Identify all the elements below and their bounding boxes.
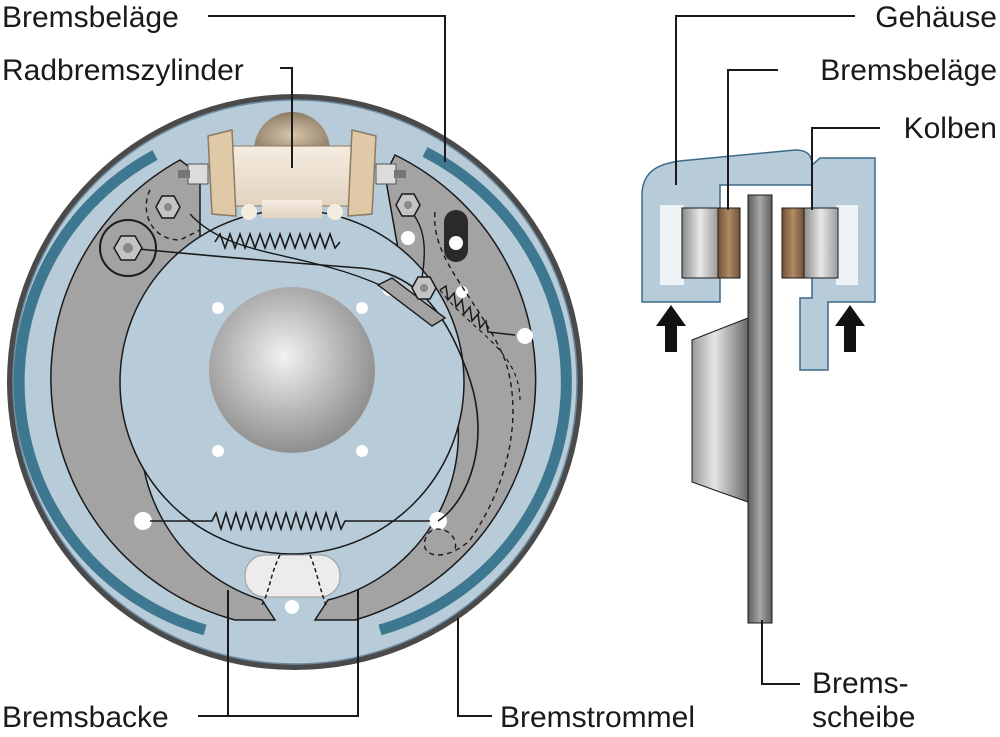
brake-lining-left xyxy=(13,150,207,636)
caliper-housing xyxy=(641,149,876,371)
nut-upper-right xyxy=(395,193,421,217)
adjuster-lever xyxy=(376,277,447,327)
label-piston: Kolben xyxy=(904,112,997,145)
pressure-arrow-left xyxy=(656,305,686,352)
label-brake-linings-drum: Bremsbeläge xyxy=(2,1,179,34)
pad-right xyxy=(781,207,805,279)
wheel-cylinder xyxy=(178,112,406,220)
label-brake-shoe: Bremsbacke xyxy=(2,701,169,732)
adjuster-spring xyxy=(439,284,516,336)
drum-brake xyxy=(7,94,583,670)
nut-left xyxy=(99,219,157,277)
disc-brake xyxy=(641,149,876,624)
nut-adjuster xyxy=(411,276,437,300)
label-housing: Gehäuse xyxy=(875,1,997,34)
leader-lines xyxy=(198,15,880,717)
nut-upper-left xyxy=(155,195,181,219)
label-brake-linings-disc: Bremsbeläge xyxy=(820,54,997,87)
wheel-hub-side xyxy=(691,317,749,503)
label-wheel-cylinder: Radbremszylinder xyxy=(2,54,244,87)
pad-left xyxy=(717,207,741,279)
label-brake-drum: Bremstrommel xyxy=(500,701,695,732)
label-disc-line2: scheibe xyxy=(812,701,915,732)
hidden-lever xyxy=(145,189,201,241)
brake-disc xyxy=(747,194,773,624)
label-disc-line1: Brems- xyxy=(812,667,909,700)
piston-right xyxy=(803,207,839,279)
brake-lining-right xyxy=(378,147,572,636)
upper-spring xyxy=(214,231,341,251)
pressure-arrow-right xyxy=(835,305,865,352)
hub xyxy=(209,287,375,453)
lower-spring xyxy=(150,510,430,532)
anchor-pin xyxy=(244,554,341,606)
piston-left xyxy=(681,207,719,279)
